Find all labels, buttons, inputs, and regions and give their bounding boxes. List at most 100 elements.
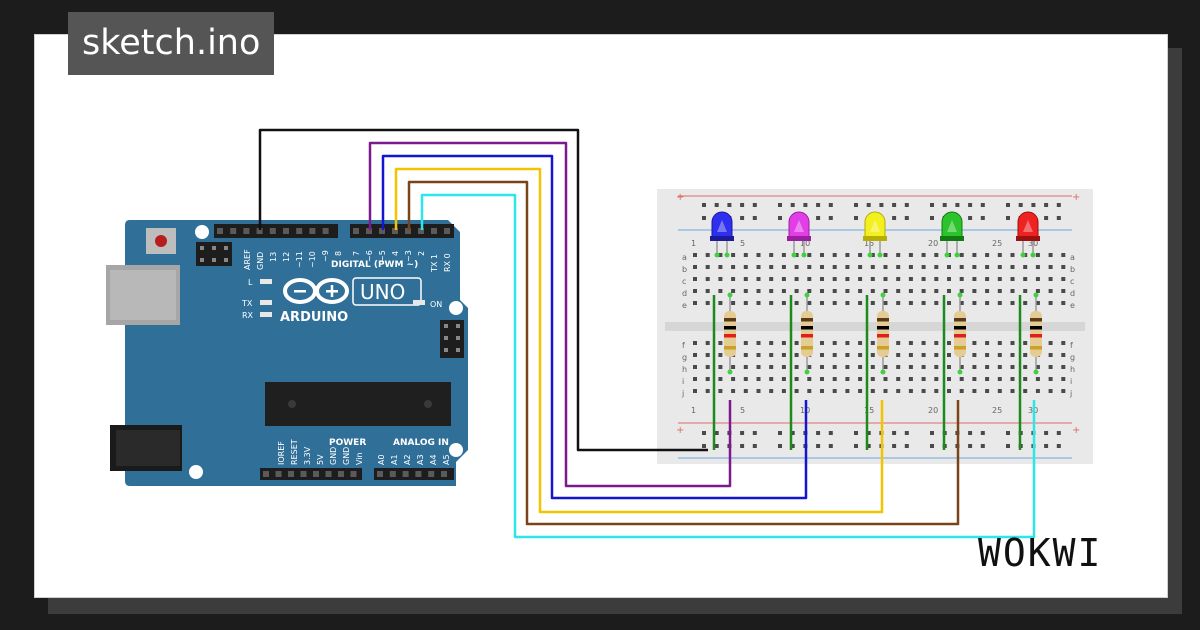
breadboard-hole (1061, 341, 1066, 345)
breadboard-channel (665, 322, 1085, 331)
rail-hole (740, 203, 745, 207)
resistor-band (724, 346, 736, 350)
wire-pin2[interactable] (420, 193, 1036, 539)
wire-pin4[interactable] (394, 167, 884, 514)
row-label: c (1070, 277, 1074, 286)
breadboard-hole (756, 277, 761, 281)
row-label: j (681, 389, 684, 398)
led-pin-dot (867, 252, 873, 258)
led-yellow[interactable] (863, 211, 887, 258)
resistor[interactable] (1030, 292, 1042, 375)
breadboard-hole (934, 377, 939, 381)
rail-hole (752, 216, 757, 220)
led-body (1017, 211, 1039, 239)
breadboard-hole (769, 301, 774, 305)
led-blue[interactable] (710, 211, 734, 258)
resistor-band (954, 346, 966, 350)
resistor-pin-dot (1033, 369, 1039, 375)
breadboard-hole (997, 389, 1002, 393)
breadboard-hole (985, 377, 990, 381)
breadboard-hole (693, 265, 697, 269)
resistor[interactable] (724, 292, 736, 375)
rail-hole (740, 444, 745, 448)
mounting-hole (189, 465, 203, 479)
led-reflection (870, 220, 880, 232)
breadboard-hole (1010, 277, 1015, 281)
breadboard-hole (820, 389, 824, 393)
breadboard-hole (769, 353, 774, 357)
pin-label: 2 (417, 251, 426, 256)
col-number: 1 (691, 406, 696, 415)
pin-socket (230, 228, 237, 234)
breadboard-hole (820, 277, 824, 281)
breadboard-hole (896, 265, 901, 269)
breadboard-hole (781, 353, 786, 357)
breadboard-hole (908, 277, 913, 281)
breadboard-hole (693, 301, 697, 305)
breadboard-hole (845, 341, 850, 345)
rail-hole (702, 431, 706, 435)
rail-hole (790, 444, 795, 448)
breadboard-hole (705, 365, 710, 369)
usb-port-inner (110, 270, 176, 320)
led-magenta[interactable] (787, 211, 811, 258)
rail-hole (980, 431, 985, 435)
led-rim (1016, 236, 1040, 241)
bottom-pin-labels: IOREF RESET 3.3V 5V GND GND Vin A0 A1 A2… (277, 439, 451, 465)
reset-button-cap[interactable] (155, 235, 167, 247)
rail-hole (790, 431, 795, 435)
rail-hole (702, 203, 706, 207)
led-green[interactable] (940, 211, 964, 258)
resistor[interactable] (954, 292, 966, 375)
breadboard-hole (997, 377, 1002, 381)
breadboard-hole (985, 365, 990, 369)
breadboard-hole (781, 301, 786, 305)
rail-hole (930, 203, 934, 207)
led-rim (940, 236, 964, 241)
resistor[interactable] (801, 292, 813, 375)
breadboard-hole (883, 289, 888, 293)
breadboard-hole (832, 253, 837, 257)
breadboard-hole (832, 353, 837, 357)
breadboard-hole (858, 365, 863, 369)
breadboard-hole (934, 301, 939, 305)
rail-hole (816, 444, 821, 448)
breadboard-hole (769, 389, 774, 393)
breadboard-hole (705, 377, 710, 381)
led-reflection (1023, 220, 1033, 232)
pin-socket (243, 228, 250, 234)
breadboard-hole (1010, 341, 1015, 345)
led-body (788, 211, 810, 239)
breadboard-hole (820, 377, 824, 381)
breadboard-hole (1023, 365, 1028, 369)
rail-hole (854, 203, 858, 207)
led-l-label: L (248, 278, 253, 287)
breadboard-hole (756, 353, 761, 357)
breadboard-hole (1023, 301, 1028, 305)
arduino-uno-board[interactable]: AREF GND 13 12 ~11 ~10 ~9 8 7 ~6 ~5 4 ~3… (106, 220, 468, 486)
pin-label: 12 (282, 252, 291, 262)
rail-hole (816, 431, 821, 435)
pin-label: IOREF (277, 441, 286, 465)
wire-pin3[interactable] (407, 180, 960, 526)
wire-gnd[interactable] (258, 128, 708, 452)
breadboard-hole (820, 265, 824, 269)
wire-pin5[interactable] (381, 154, 808, 500)
breadboard-hole (693, 389, 697, 393)
breadboard-hole (921, 341, 926, 345)
led-red[interactable] (1016, 211, 1040, 258)
rail-hole (904, 444, 909, 448)
power-jack-inner (116, 430, 180, 466)
rail-hole (854, 444, 858, 448)
breadboard-hole (769, 377, 774, 381)
breadboard-hole (997, 289, 1002, 293)
breadboard-hole (693, 277, 697, 281)
breadboard-hole (1035, 277, 1040, 281)
breadboard-hole (718, 253, 723, 257)
wire-pin6[interactable] (368, 141, 732, 488)
resistor[interactable] (877, 292, 889, 375)
rail-hole (778, 203, 782, 207)
rail-hole (714, 431, 719, 435)
breadboard-hole (1023, 277, 1028, 281)
breadboard-hole (921, 377, 926, 381)
